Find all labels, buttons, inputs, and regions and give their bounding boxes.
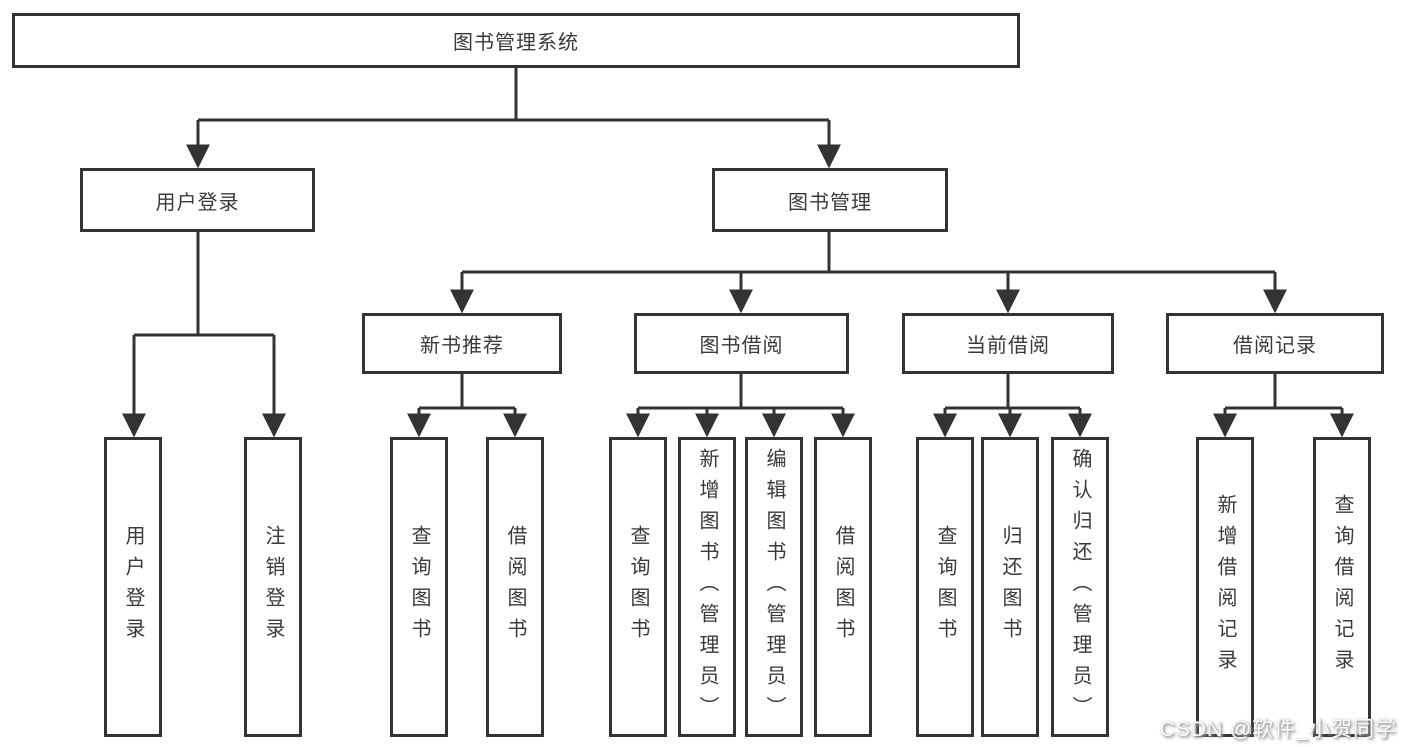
- leaf-label: 确认归还（管理员）: [1069, 447, 1091, 727]
- leaf-label: 编辑图书（管理员）: [763, 447, 785, 727]
- leaf-logout: 注销登录: [244, 437, 302, 737]
- leaf-borrow-books-recommend: 借阅图书: [486, 437, 544, 737]
- node-user-login: 用户登录: [80, 168, 315, 232]
- leaf-edit-books-admin: 编辑图书（管理员）: [745, 437, 803, 737]
- leaf-label: 查询借阅记录: [1331, 494, 1353, 680]
- leaf-confirm-return-admin: 确认归还（管理员）: [1051, 437, 1109, 737]
- node-book-borrow: 图书借阅: [634, 313, 849, 374]
- leaf-query-borrow-record: 查询借阅记录: [1313, 437, 1371, 737]
- node-borrow-records: 借阅记录: [1166, 313, 1384, 374]
- leaf-label: 注销登录: [262, 525, 284, 649]
- leaf-add-borrow-record: 新增借阅记录: [1196, 437, 1254, 737]
- node-new-book-recommend: 新书推荐: [362, 313, 562, 374]
- leaf-label: 归还图书: [999, 525, 1021, 649]
- leaf-return-books: 归还图书: [981, 437, 1039, 737]
- leaf-label: 新增图书（管理员）: [696, 447, 718, 727]
- leaf-label: 查询图书: [627, 525, 649, 649]
- leaf-label: 新增借阅记录: [1214, 494, 1236, 680]
- leaf-user-login: 用户登录: [104, 437, 162, 737]
- leaf-query-books-borrow: 查询图书: [609, 437, 667, 737]
- leaf-borrow-books: 借阅图书: [814, 437, 872, 737]
- leaf-query-books-recommend: 查询图书: [390, 437, 448, 737]
- leaf-label: 查询图书: [408, 525, 430, 649]
- leaf-label: 借阅图书: [832, 525, 854, 649]
- leaf-label: 用户登录: [122, 525, 144, 649]
- node-library-system: 图书管理系统: [12, 13, 1020, 68]
- leaf-label: 查询图书: [934, 525, 956, 649]
- leaf-add-books-admin: 新增图书（管理员）: [678, 437, 736, 737]
- leaf-label: 借阅图书: [504, 525, 526, 649]
- leaf-query-books-current: 查询图书: [916, 437, 974, 737]
- node-current-borrow: 当前借阅: [902, 313, 1114, 374]
- node-book-management: 图书管理: [712, 168, 948, 232]
